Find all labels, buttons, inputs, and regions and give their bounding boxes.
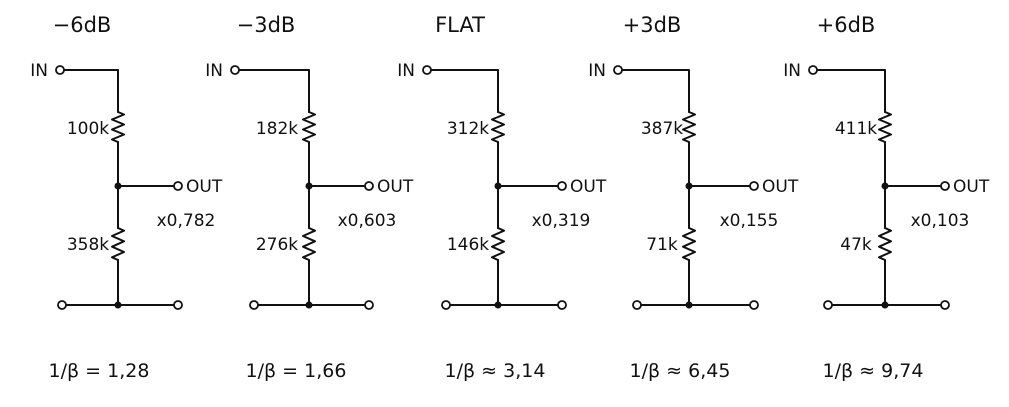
gain-value: x0,603	[338, 211, 397, 231]
gain-value: x0,155	[720, 211, 779, 231]
bottom-resistor-value: 358k	[67, 235, 109, 255]
circuit-title: −3dB	[237, 13, 296, 37]
beta-formula: 1/β ≈ 9,74	[823, 360, 924, 382]
out-terminal	[940, 181, 950, 191]
out-label: OUT	[953, 177, 990, 197]
input-wire	[63, 69, 119, 113]
input-wire	[816, 69, 886, 113]
circuit-title: +6dB	[817, 13, 876, 37]
ground-terminal-left	[441, 300, 451, 310]
circuit-title: −6dB	[53, 13, 112, 37]
out-label: OUT	[377, 177, 414, 197]
out-terminal	[557, 181, 567, 191]
ground-terminal-left	[823, 300, 833, 310]
in-terminal	[613, 65, 623, 75]
beta-formula: 1/β ≈ 3,14	[445, 360, 546, 382]
ground-node	[494, 301, 502, 309]
input-wire	[621, 69, 690, 113]
in-terminal	[55, 65, 65, 75]
in-label: IN	[397, 61, 415, 81]
bottom-resistor	[682, 227, 696, 261]
out-label: OUT	[186, 177, 223, 197]
top-resistor-value: 100k	[67, 119, 109, 139]
bottom-resistor-value: 146k	[447, 235, 489, 255]
circuit-title: +3dB	[623, 13, 682, 37]
top-resistor	[302, 111, 316, 143]
bottom-resistor	[111, 227, 125, 261]
in-label: IN	[783, 61, 801, 81]
out-terminal	[364, 181, 374, 191]
ground-terminal-right	[749, 300, 759, 310]
out-terminal	[749, 181, 759, 191]
in-terminal	[422, 65, 432, 75]
ground-terminal-left	[632, 300, 642, 310]
input-wire	[430, 69, 499, 113]
input-wire	[238, 69, 310, 113]
bottom-resistor	[878, 227, 892, 261]
bottom-resistor	[491, 227, 505, 261]
bottom-resistor-value: 71k	[646, 235, 678, 255]
top-resistor-value: 182k	[256, 119, 298, 139]
ground-terminal-right	[173, 300, 183, 310]
bottom-resistor-value: 47k	[840, 235, 872, 255]
out-label: OUT	[570, 177, 607, 197]
ground-terminal-right	[364, 300, 374, 310]
top-resistor	[682, 111, 696, 143]
ground-node	[305, 301, 313, 309]
beta-formula: 1/β ≈ 6,45	[630, 360, 731, 382]
ground-terminal-left	[249, 300, 259, 310]
ground-node	[685, 301, 693, 309]
top-resistor	[111, 111, 125, 143]
in-terminal	[230, 65, 240, 75]
in-terminal	[808, 65, 818, 75]
beta-formula: 1/β = 1,28	[49, 360, 150, 382]
top-resistor-value: 387k	[641, 119, 683, 139]
top-resistor-value: 312k	[447, 119, 489, 139]
top-resistor-value: 411k	[835, 119, 877, 139]
circuit-title: FLAT	[435, 13, 485, 37]
in-label: IN	[205, 61, 223, 81]
ground-terminal-right	[557, 300, 567, 310]
gain-value: x0,103	[911, 211, 970, 231]
gain-value: x0,319	[532, 211, 591, 231]
out-label: OUT	[762, 177, 799, 197]
out-terminal	[173, 181, 183, 191]
top-resistor	[491, 111, 505, 143]
in-label: IN	[588, 61, 606, 81]
ground-node	[114, 301, 122, 309]
bottom-resistor-value: 276k	[256, 235, 298, 255]
top-resistor	[878, 111, 892, 143]
bottom-resistor	[302, 227, 316, 261]
in-label: IN	[30, 61, 48, 81]
ground-terminal-left	[57, 300, 67, 310]
ground-terminal-right	[940, 300, 950, 310]
beta-formula: 1/β = 1,66	[246, 360, 347, 382]
gain-value: x0,782	[157, 211, 216, 231]
ground-node	[881, 301, 889, 309]
